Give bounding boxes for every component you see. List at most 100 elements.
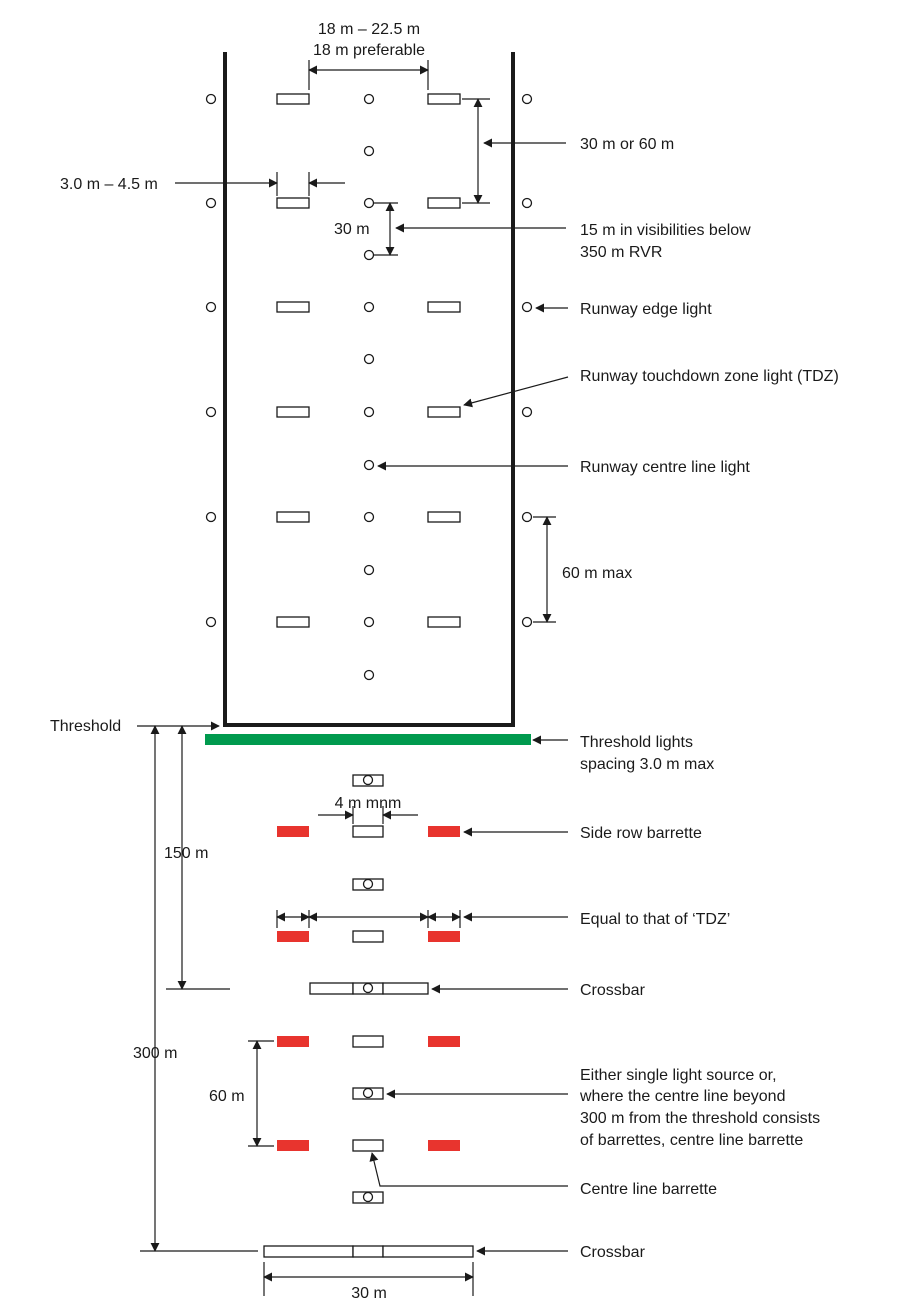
centre-line-light [363,249,375,261]
edge-light-callout: Runway edge light [535,301,712,318]
edge-light [205,406,217,418]
centre-line-light [363,406,375,418]
side-row-barrette-label: Side row barrette [580,825,702,842]
equal-tdz-dimension: Equal to that of ‘TDZ’ [276,910,730,928]
centre-line-light [363,564,375,576]
tdz-row-spacing-dimension: 30 m or 60 m [462,98,674,204]
tdz-barrette [427,301,461,313]
side-row-barrette-callout: Side row barrette [463,825,702,842]
either-label-line4: of barrettes, centre line barrette [580,1132,803,1149]
tdz-barrette [427,197,461,209]
crossbar-segment [382,1245,474,1258]
edge-light [521,511,533,523]
centre-line-light [363,669,375,681]
centre-line-light [363,93,375,105]
centreline-spacing-dimension: 30 m [334,202,398,256]
crossbar-150m-label: Crossbar [580,982,646,999]
centre-line-barrette-leader [369,1152,568,1187]
tdz-barrette [276,93,310,105]
centre-line-light [363,301,375,313]
centreline-spacing-label: 30 m [334,221,370,238]
edge-light [205,511,217,523]
dist-60-label: 60 m [209,1088,245,1105]
gap-4m-dimension: 4 m mnm [318,795,418,824]
side-row-barrette [428,1140,460,1151]
tdz-barrette [427,93,461,105]
tdz-barrette [276,197,310,209]
tdz-barrette [276,616,310,628]
crossbar-segment [263,1245,354,1258]
runway-outline [223,52,515,727]
centre-line-barrette-callout: Centre line barrette [369,1152,717,1198]
crossbar-segment [309,982,354,995]
threshold-lights-callout: Threshold lights spacing 3.0 m max [532,734,714,773]
edge-spacing-dimension: 60 m max [533,516,632,623]
tdz-barrette [427,406,461,418]
low-vis-label-line1: 15 m in visibilities below [580,222,751,239]
single-light-source-note: Either single light source or, where the… [386,1067,820,1149]
tdz-row-spacing-label: 30 m or 60 m [580,136,674,153]
edge-spacing-label: 60 m max [562,565,632,582]
edge-light [205,616,217,628]
edge-light [521,93,533,105]
single-light-source [362,878,374,890]
single-light-source [362,774,374,786]
edge-light-label: Runway edge light [580,301,712,318]
tdz-width-label: 3.0 m – 4.5 m [60,176,158,193]
side-row-barrette [277,1036,309,1047]
side-row-barrette [428,1036,460,1047]
centre-line-barrette-label: Centre line barrette [580,1181,717,1198]
centre-line-light-callout: Runway centre line light [377,459,750,476]
dist-300-label: 300 m [133,1045,177,1062]
tdz-light-label: Runway touchdown zone light (TDZ) [580,368,839,385]
crossbar-300m-label: Crossbar [580,1244,646,1261]
edge-light [521,406,533,418]
threshold-lights-label-line1: Threshold lights [580,734,693,751]
centre-line-light [363,145,375,157]
width-30-label: 30 m [351,1285,387,1302]
centre-line-light [363,616,375,628]
crossbar-segment [352,1245,384,1258]
side-row-barrette [277,826,309,837]
dist-150-label: 150 m [164,845,208,862]
gap-4m-label: 4 m mnm [335,795,402,812]
tdz-spacing-label-line1: 18 m – 22.5 m [318,21,420,38]
edge-light [205,197,217,209]
low-visibility-note: 15 m in visibilities below 350 m RVR [395,222,751,261]
tdz-spacing-dimension: 18 m – 22.5 m 18 m preferable [308,21,429,90]
tdz-barrettes [276,93,461,628]
single-light-source [362,1087,374,1099]
low-vis-label-line2: 350 m RVR [580,244,662,261]
threshold-label: Threshold [50,718,121,735]
threshold-lights-label-line2: spacing 3.0 m max [580,756,714,773]
equal-tdz-label: Equal to that of ‘TDZ’ [580,911,730,928]
runway-centre-line-lights [363,93,375,681]
tdz-light-leader [463,376,569,408]
edge-light [521,301,533,313]
tdz-barrette [276,511,310,523]
edge-light [205,93,217,105]
side-row-barrettes [277,826,460,1151]
side-row-barrette [428,826,460,837]
centre-line-barrette [352,825,384,838]
single-light-source [362,982,374,994]
tdz-width-dimension: 3.0 m – 4.5 m [60,172,345,196]
side-row-barrette [277,931,309,942]
tdz-barrette [427,616,461,628]
dist-150-dimension: 150 m [164,725,230,990]
centre-line-barrette [352,1139,384,1152]
centre-line-barrette [352,1035,384,1048]
width-30-dimension: 30 m [263,1262,474,1302]
centre-line-light-label: Runway centre line light [580,459,750,476]
edge-light [205,301,217,313]
side-row-barrette [277,1140,309,1151]
centre-line-light [363,459,375,471]
edge-light [521,197,533,209]
threshold-lights-bar [205,734,531,745]
crossbar-150m: Crossbar [309,982,646,999]
approach-centre-line [352,774,384,1204]
dist-60-dimension: 60 m [209,1040,274,1147]
centre-line-light [363,197,375,209]
tdz-barrette [427,511,461,523]
